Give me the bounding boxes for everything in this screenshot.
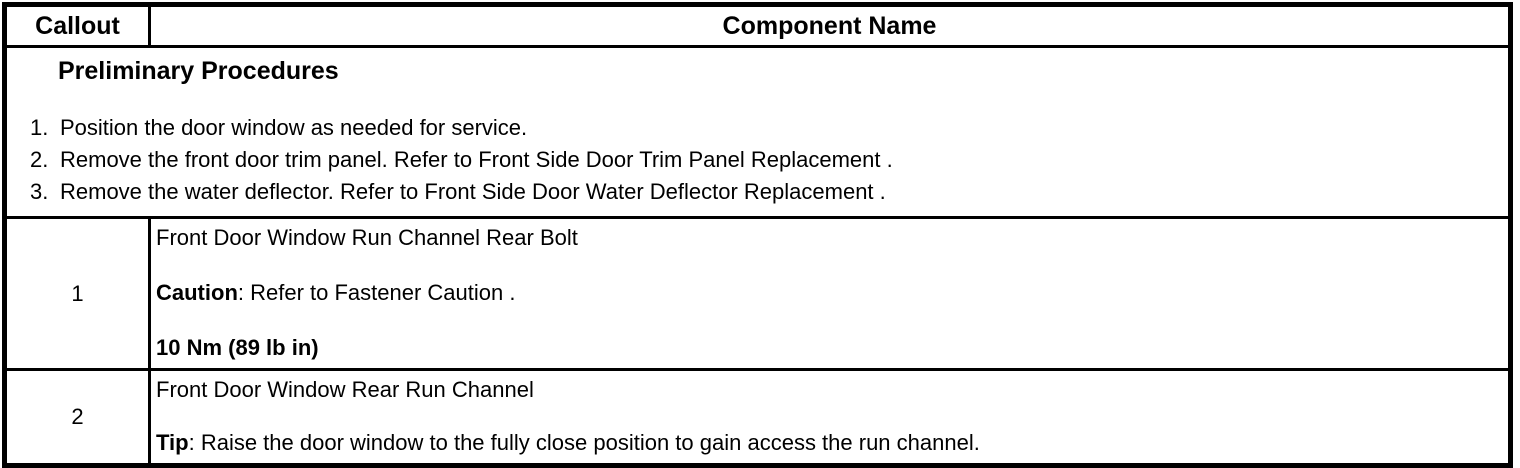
tip-note: Tip: Raise the door window to the fully …: [156, 431, 1498, 454]
step-number: 2.: [30, 147, 49, 172]
step-text: Remove the water deflector. Refer to Fro…: [60, 179, 886, 204]
preliminary-step-1: 1. Position the door window as needed fo…: [7, 112, 1498, 144]
callout-number: 2: [71, 404, 84, 429]
preliminary-step-3: 3. Remove the water deflector. Refer to …: [7, 176, 1498, 208]
caution-text: : Refer to Fastener Caution .: [237, 280, 516, 305]
component-name-text: Front Door Window Run Channel Rear Bolt: [156, 225, 578, 250]
table-row-callout-2: 2 Front Door Window Rear Run Channel Tip…: [7, 371, 1508, 463]
step-text: Position the door window as needed for s…: [60, 115, 528, 140]
callout-cell: 1: [7, 219, 151, 368]
preliminary-procedures-section: Preliminary Procedures 1. Position the d…: [7, 48, 1508, 219]
header-cell-callout: Callout: [7, 7, 151, 45]
component-name-text: Front Door Window Rear Run Channel: [156, 377, 534, 402]
step-number: 1.: [30, 115, 49, 140]
preliminary-steps-list: 1. Position the door window as needed fo…: [7, 112, 1498, 208]
caution-note: Caution: Refer to Fastener Caution .: [156, 281, 1498, 304]
table-header-row: Callout Component Name: [7, 7, 1508, 48]
preliminary-procedures-title: Preliminary Procedures: [58, 57, 339, 85]
tip-label: Tip: [156, 430, 189, 455]
torque-spec: 10 Nm (89 lb in): [156, 335, 319, 360]
component-cell: Front Door Window Run Channel Rear Bolt …: [151, 219, 1508, 368]
header-cell-component-name: Component Name: [151, 7, 1508, 45]
caution-label: Caution: [156, 280, 238, 305]
callout-header-label: Callout: [35, 11, 120, 40]
component-name-header-label: Component Name: [722, 11, 937, 40]
callout-number: 1: [71, 280, 84, 306]
preliminary-step-2: 2. Remove the front door trim panel. Ref…: [7, 144, 1498, 176]
callout-cell: 2: [7, 371, 151, 463]
component-cell: Front Door Window Rear Run Channel Tip: …: [151, 371, 1508, 463]
step-text: Remove the front door trim panel. Refer …: [60, 147, 893, 172]
step-number: 3.: [30, 179, 49, 204]
tip-text: : Raise the door window to the fully clo…: [188, 430, 980, 455]
table-row-callout-1: 1 Front Door Window Run Channel Rear Bol…: [7, 219, 1508, 371]
